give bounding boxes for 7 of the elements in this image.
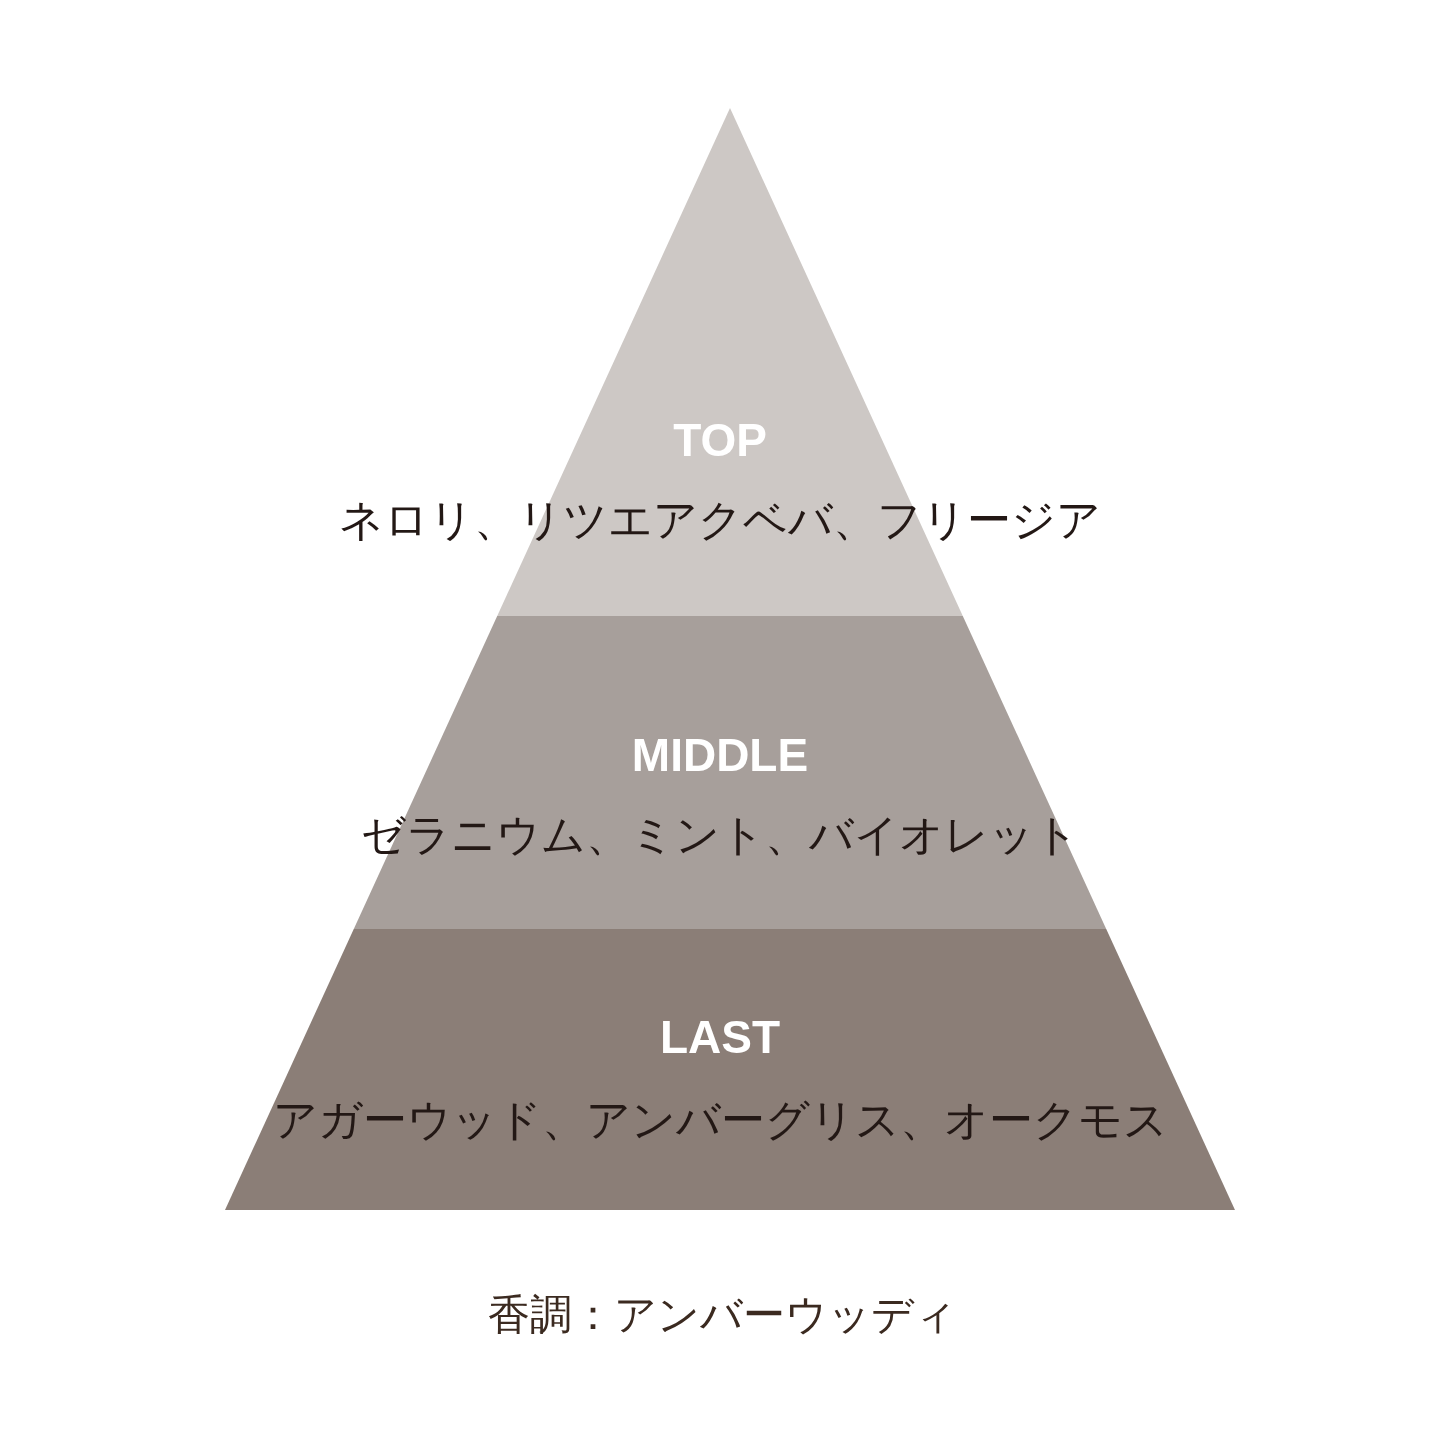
caption: 香調：アンバーウッディ <box>488 1290 957 1340</box>
note-list: アガーウッド、アンバーグリス、オークモス <box>272 1094 1168 1146</box>
note-list: ネロリ、リツエアクベバ、フリージア <box>339 494 1101 546</box>
note-list: ゼラニウム、ミント、バイオレット <box>361 809 1079 861</box>
tier-heading: TOP <box>673 413 767 467</box>
tier-heading: MIDDLE <box>631 728 809 782</box>
tier-heading: LAST <box>659 1010 781 1064</box>
